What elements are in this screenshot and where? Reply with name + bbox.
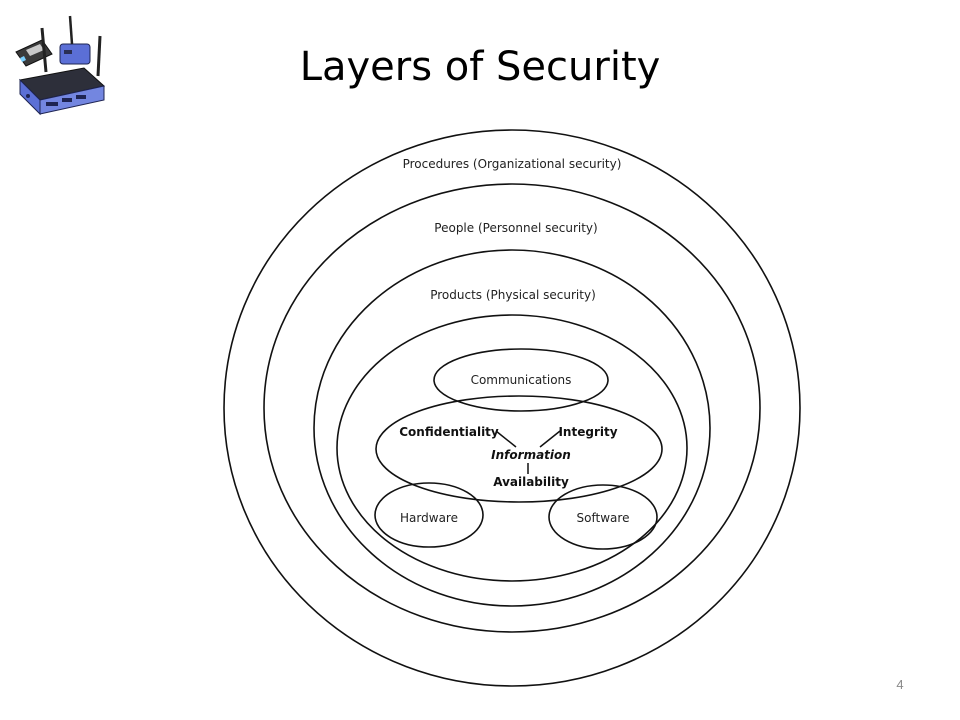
information-label: Information (491, 448, 571, 462)
people-layer-label: People (Personnel security) (434, 221, 597, 235)
confidentiality-label: Confidentiality (399, 425, 499, 439)
procedures-layer-ring (224, 130, 800, 686)
communications-label: Communications (471, 373, 572, 387)
confidentiality-connector (496, 431, 516, 447)
procedures-layer-label: Procedures (Organizational security) (403, 157, 622, 171)
integrity-label: Integrity (558, 425, 617, 439)
people-layer-ring (264, 184, 760, 632)
software-label: Software (577, 511, 630, 525)
page-number: 4 (880, 677, 920, 692)
products-layer-label: Products (Physical security) (430, 288, 596, 302)
integrity-connector (540, 431, 560, 447)
hardware-label: Hardware (400, 511, 458, 525)
availability-label: Availability (493, 475, 569, 489)
